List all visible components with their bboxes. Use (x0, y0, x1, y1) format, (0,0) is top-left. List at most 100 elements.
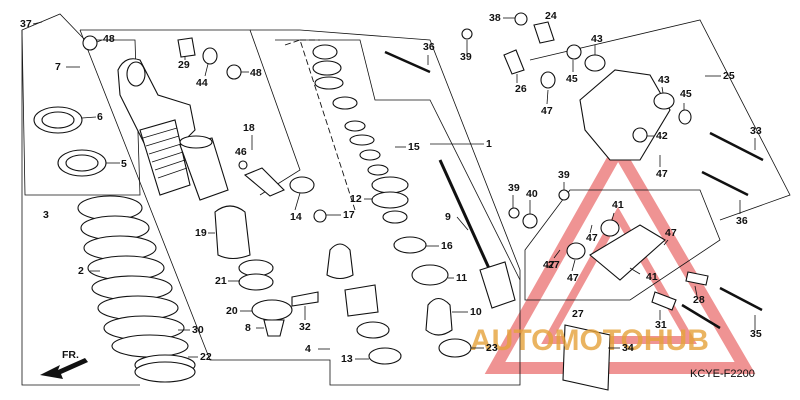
part-number-16: 16 (441, 240, 453, 252)
part-number-40: 40 (526, 188, 538, 200)
bushing-11 (411, 264, 449, 286)
part-number-47: 47 (586, 232, 598, 244)
seal-48 (226, 64, 242, 80)
part-number-35: 35 (750, 328, 762, 340)
collar-24 (533, 21, 555, 44)
part-number-7: 7 (55, 61, 61, 73)
callout-leader-41 (611, 212, 615, 221)
diagram-code: KCYE-F2200 (690, 368, 755, 380)
part-number-17: 17 (343, 209, 355, 221)
part-number-44: 44 (196, 77, 208, 89)
bearing-41-lower (566, 242, 586, 260)
lock-nut-6 (33, 106, 83, 134)
o-ring-14 (289, 176, 315, 194)
part-number-9: 9 (445, 211, 451, 223)
bearing-43-top (584, 54, 606, 72)
spring-seat-22 (134, 354, 196, 383)
o-ring-16-upper (393, 236, 427, 254)
part-number-43: 43 (591, 33, 603, 45)
callout-leader-47 (546, 89, 549, 105)
part-number-43: 43 (658, 74, 670, 86)
bolt-35 (681, 303, 721, 330)
part-number-11: 11 (456, 272, 467, 284)
valve-18 (243, 167, 285, 197)
stopper-32 (291, 291, 319, 307)
shim-stack-15 (312, 44, 389, 176)
collar-27 (685, 271, 709, 286)
part-number-31: 31 (655, 319, 667, 331)
bolt-34 (719, 286, 763, 312)
callout-leader-14 (294, 192, 301, 211)
part-number-14: 14 (290, 211, 302, 223)
part-number-41: 41 (646, 271, 658, 283)
callout-leader-47 (589, 224, 593, 234)
collar-29 (177, 37, 196, 58)
part-number-24: 24 (545, 10, 557, 22)
label-plate-31 (562, 324, 611, 391)
bladder-19 (214, 205, 251, 260)
part-number-39: 39 (508, 182, 520, 194)
part-number-23: 23 (486, 342, 498, 354)
part-number-27: 27 (548, 259, 560, 271)
part-number-41: 41 (612, 199, 624, 211)
rubber-10 (425, 297, 453, 336)
part-number-20: 20 (226, 305, 238, 317)
bolt-33 (709, 131, 764, 162)
part-number-48: 48 (103, 33, 115, 45)
part-number-33: 33 (750, 125, 762, 137)
callout-leader-41 (629, 267, 641, 275)
part-number-47: 47 (665, 227, 677, 239)
frame-25 (529, 19, 791, 221)
part-number-8: 8 (245, 322, 251, 334)
seal-head (344, 284, 379, 317)
frame-assembly-3 (21, 13, 141, 196)
part-number-42: 42 (656, 130, 668, 142)
bolt-36-lower (701, 170, 749, 197)
seal-42 (632, 127, 648, 143)
frame-shock-assembly (21, 30, 140, 386)
watermark-logo (484, 137, 756, 374)
bearing-44 (202, 47, 218, 65)
part-number-36: 36 (423, 41, 435, 53)
part-number-22: 22 (200, 351, 212, 363)
part-number-3: 3 (43, 209, 49, 221)
seal-45-top (566, 44, 582, 60)
nut-17 (313, 209, 327, 223)
callout-leader-47 (571, 259, 576, 272)
piston-12 (371, 176, 409, 224)
o-ring-20 (251, 299, 293, 321)
part-number-18: 18 (243, 122, 255, 134)
callout-leader-6 (81, 116, 97, 119)
part-number-45: 45 (566, 73, 578, 85)
part-number-30: 30 (192, 324, 204, 336)
part-number-10: 10 (470, 306, 482, 318)
dashed-guide-1 (284, 39, 356, 211)
part-number-12: 12 (350, 193, 362, 205)
screw-8 (263, 319, 285, 337)
o-ring-16-lower (356, 321, 390, 339)
callout-leader-48 (96, 39, 103, 43)
part-number-29: 29 (178, 59, 190, 71)
part-number-4: 4 (305, 343, 311, 355)
washer-13 (368, 347, 402, 365)
part-number-26: 26 (515, 83, 527, 95)
frame-28 (524, 189, 721, 301)
seal-47-left (540, 71, 556, 89)
part-number-45: 45 (680, 88, 692, 100)
direction-arrow (40, 358, 88, 379)
part-number-46: 46 (235, 146, 247, 158)
callout-leader-28 (694, 285, 698, 297)
watermark-text: AUTOMOTOHUB (470, 324, 709, 357)
cap-21 (238, 259, 274, 291)
callout-leader-9 (456, 216, 469, 231)
shock-arm-25 (579, 69, 671, 161)
callout-leader-47 (663, 239, 669, 246)
part-number-6: 6 (97, 111, 103, 123)
nut-39-top (461, 28, 473, 40)
cap-23 (438, 338, 472, 358)
part-number-37: 37 (20, 18, 32, 30)
bearing-41 (600, 219, 620, 237)
